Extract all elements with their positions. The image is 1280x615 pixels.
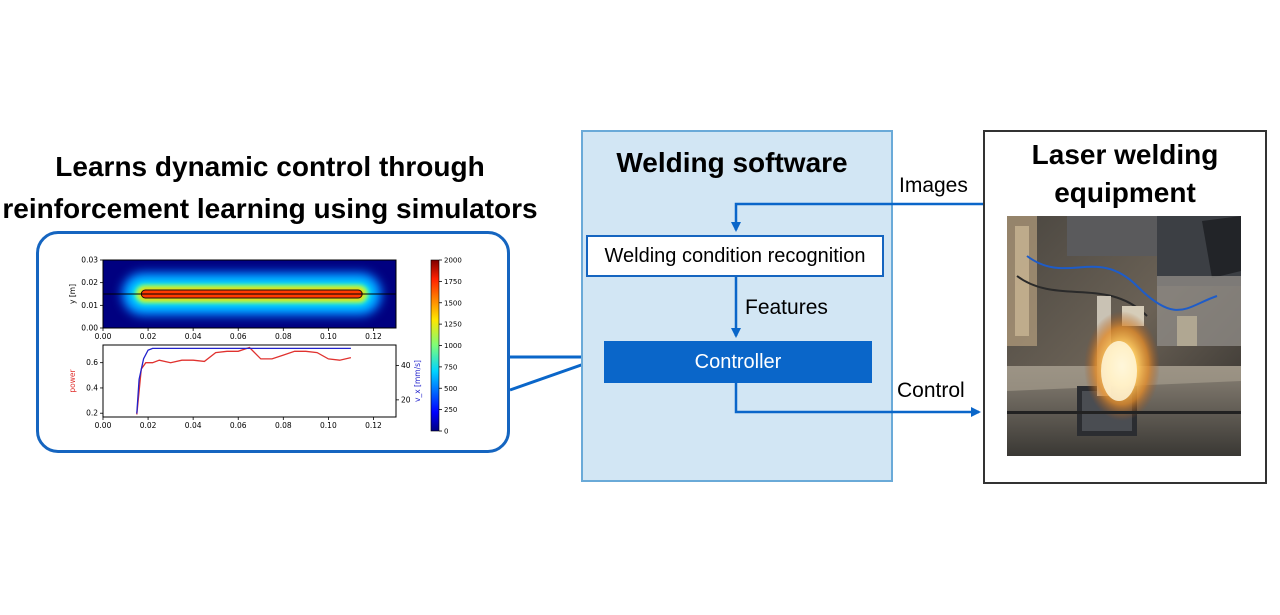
welding-software-title: Welding software: [616, 147, 848, 178]
line-x-tick-label: 0.08: [275, 421, 292, 430]
heatmap-x-tick-label: 0.00: [95, 332, 112, 341]
line-series: [136, 346, 352, 415]
line-x-tick-label: 0.00: [95, 421, 112, 430]
line-left-tick-label: 0.2: [86, 409, 98, 418]
colorbar-tick-label: 1500: [444, 299, 462, 307]
line-x-tick-label: 0.06: [230, 421, 247, 430]
line-right-tick-label: 20: [401, 395, 411, 404]
features-label: Features: [745, 296, 828, 319]
line-left-axis-label: power: [68, 368, 77, 392]
simulation-title-line1: Learns dynamic control through: [55, 151, 485, 182]
line-right-tick-label: 40: [401, 361, 411, 370]
colorbar-tick-label: 1000: [444, 342, 462, 350]
colorbar-tick-label: 0: [444, 428, 448, 436]
heatmap-x-tick-label: 0.10: [320, 332, 337, 341]
colorbar: 0 250 500 750 1000 1250 1500 1750 2000: [430, 257, 462, 436]
heatmap-x-tick-label: 0.04: [185, 332, 202, 341]
colorbar-tick-label: 1250: [444, 321, 462, 329]
colorbar-tick-label: 2000: [444, 257, 462, 265]
heatmap-y-tick-label: 0.00: [81, 324, 98, 333]
heatmap-y-tick-label: 0.03: [81, 256, 98, 265]
colorbar-ticks: 0 250 500 750 1000 1250 1500 1750 2000: [439, 257, 462, 436]
welding-condition-recognition-box: Welding condition recognition: [586, 235, 884, 277]
simulation-title: Learns dynamic control through reinforce…: [0, 146, 540, 230]
line-x-tick-label: 0.10: [320, 421, 337, 430]
power-speed-chart: 0.00 0.02 0.04 0.06 0.08 0.10 0.12 0.2 0.4 0.6 20 4…: [68, 344, 422, 430]
controller-box: Controller: [604, 341, 872, 383]
laser-welding-equipment-title: Laser welding equipment: [985, 136, 1265, 212]
images-label: Images: [899, 174, 968, 197]
equipment-title-line2: equipment: [1054, 177, 1196, 208]
line-x-tick-label: 0.04: [185, 421, 202, 430]
line-right-axis-label: v_x [mm/s]: [413, 360, 422, 402]
line-left-tick-label: 0.4: [86, 383, 98, 392]
line-x-tick-label: 0.12: [365, 421, 382, 430]
heatmap-chart: 0.00 0.02 0.04 0.06 0.08 0.10 0.12 0.00 0.01 0.02…: [68, 256, 397, 342]
simulation-title-line2: reinforcement learning using simulators: [2, 193, 538, 224]
heatmap-x-tick-label: 0.02: [140, 332, 157, 341]
heatmap-y-axis-label: y [m]: [68, 284, 77, 304]
welding-equipment-photo: [1007, 216, 1241, 456]
control-label: Control: [897, 379, 965, 402]
series-line-v-x: [136, 347, 351, 414]
control-arrow: [734, 383, 981, 417]
line-chart-frame: [102, 344, 397, 418]
heatmap-x-tick-label: 0.12: [365, 332, 382, 341]
line-axes: 0.00 0.02 0.04 0.06 0.08 0.10 0.12 0.2 0.4 0.6 20 4…: [68, 358, 422, 430]
heatmap-y-tick-label: 0.02: [81, 278, 98, 287]
simulation-charts: 0.00 0.02 0.04 0.06 0.08 0.10 0.12 0.00 0.01 0.02…: [68, 256, 462, 436]
colorbar-tick-label: 750: [444, 363, 457, 371]
heatmap-y-tick-label: 0.01: [81, 301, 98, 310]
series-line-power: [136, 346, 352, 415]
heatmap-bead: [103, 272, 396, 316]
heatmap-axes: 0.00 0.02 0.04 0.06 0.08 0.10 0.12 0.00 0.01 0.02…: [68, 256, 382, 342]
heatmap-x-tick-label: 0.08: [275, 332, 292, 341]
colorbar-tick-label: 1750: [444, 278, 462, 286]
simulation-panel: 0.00 0.02 0.04 0.06 0.08 0.10 0.12 0.00 0.01 0.02…: [36, 231, 510, 453]
images-arrow: [731, 202, 983, 232]
line-x-tick-label: 0.02: [140, 421, 157, 430]
line-left-tick-label: 0.6: [86, 358, 98, 367]
equipment-title-line1: Laser welding: [1031, 139, 1219, 170]
colorbar-tick-label: 250: [444, 406, 457, 414]
colorbar-tick-label: 500: [444, 385, 457, 393]
heatmap-x-tick-label: 0.06: [230, 332, 247, 341]
